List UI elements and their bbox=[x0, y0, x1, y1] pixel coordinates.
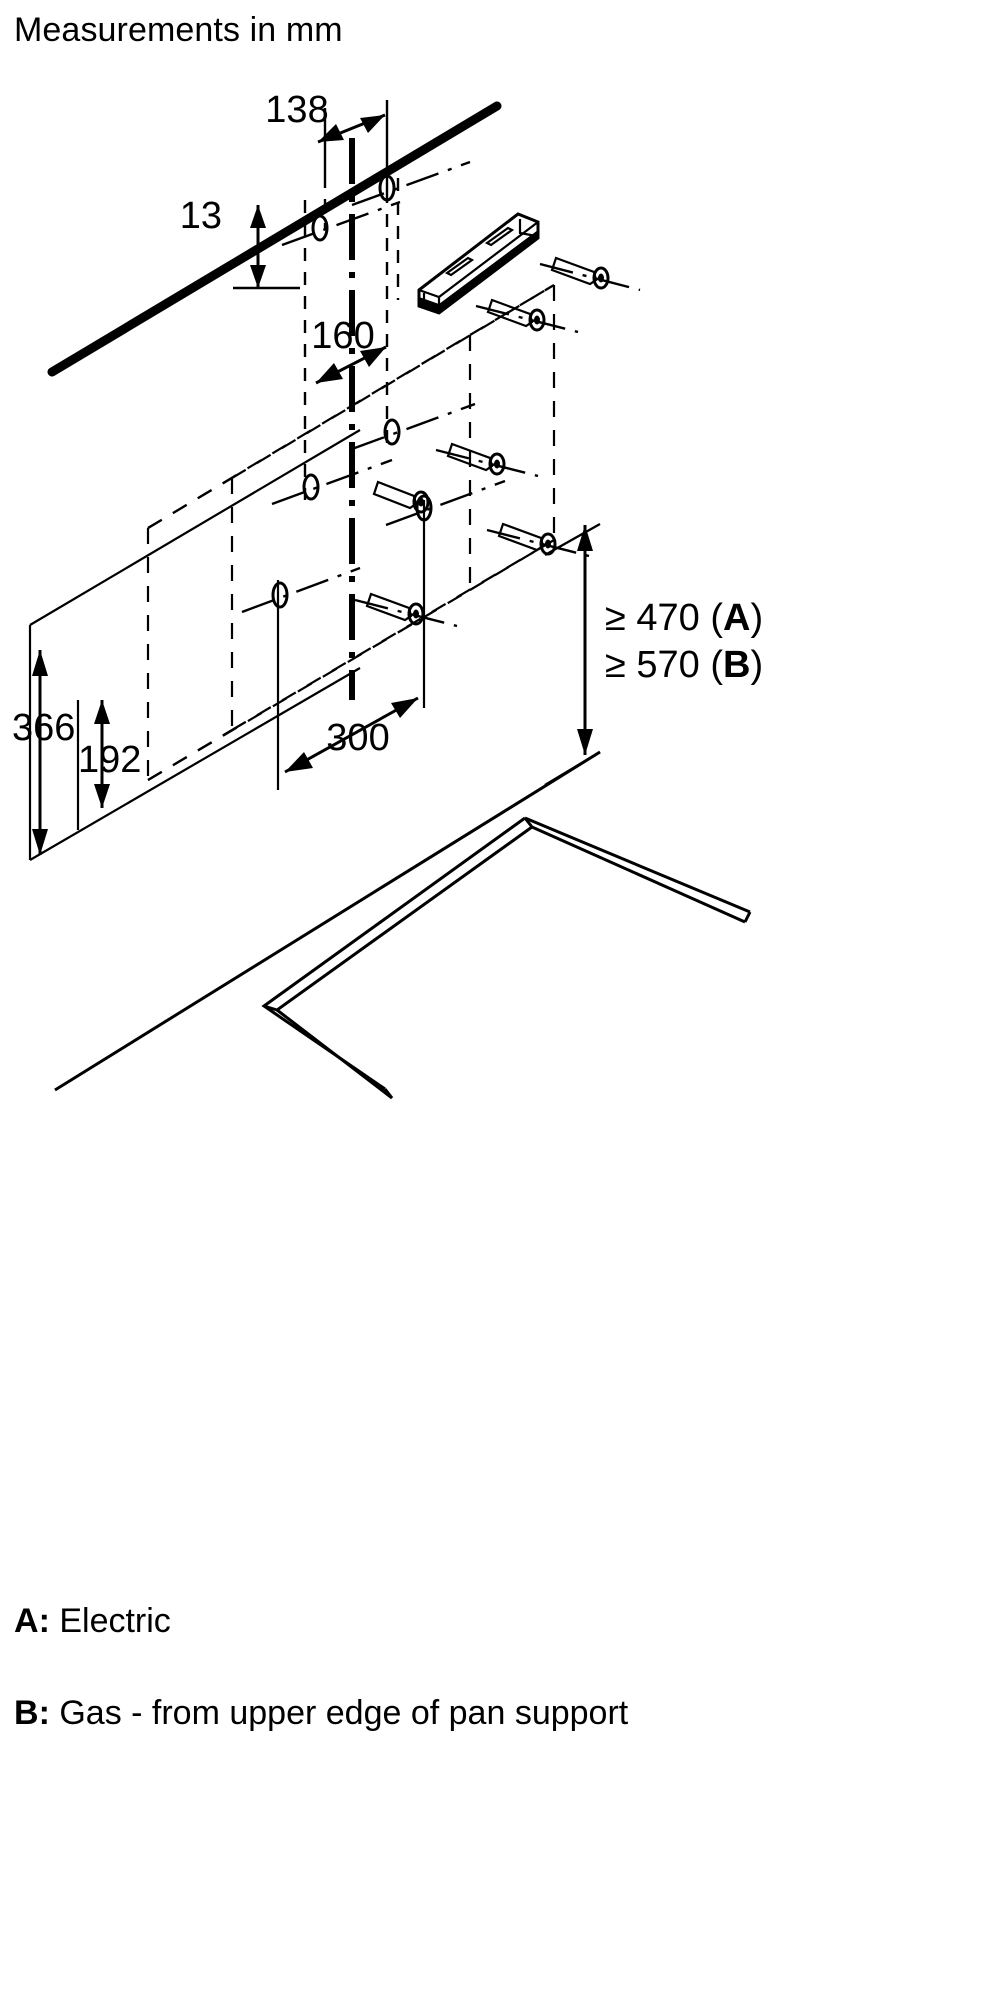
legend-separator-a: : bbox=[38, 1602, 50, 1640]
installation-drawing: 138 13 bbox=[12, 89, 763, 1100]
dimension-160: 160 bbox=[311, 315, 387, 385]
legend-separator-b: : bbox=[38, 1694, 50, 1732]
legend-key-b: B bbox=[14, 1694, 39, 1732]
wall-plug-screw bbox=[372, 480, 430, 514]
legend-text-a: Electric bbox=[59, 1602, 171, 1640]
legend-item-a: A: Electric bbox=[14, 1600, 171, 1642]
measurements-note: Measurements in mm bbox=[14, 11, 343, 49]
drill-hole-marker bbox=[351, 160, 471, 207]
dimension-138: 138 bbox=[265, 89, 386, 144]
drill-hole-marker bbox=[351, 402, 476, 451]
wall-plug-screw bbox=[475, 298, 579, 334]
hidden-outline-outer bbox=[146, 284, 556, 781]
dimension-label-13: 13 bbox=[180, 195, 222, 237]
clearance-label-a: ≥ 470 (A) bbox=[605, 597, 763, 639]
panel-outline-solid bbox=[28, 429, 426, 861]
legend-item-b: B: Gas - from upper edge of pan support bbox=[14, 1692, 628, 1734]
extension-lines-top bbox=[303, 100, 400, 500]
dimension-clearance: ≥ 470 (A) ≥ 570 (B) bbox=[544, 522, 763, 787]
dimension-label-138: 138 bbox=[265, 89, 328, 131]
clearance-label-b: ≥ 570 (B) bbox=[605, 644, 763, 686]
wall-plug-screw bbox=[435, 442, 539, 478]
dimension-13: 13 bbox=[180, 195, 300, 290]
dimension-label-160: 160 bbox=[311, 315, 374, 357]
dimension-366: 366 bbox=[12, 650, 75, 855]
dimension-192: 192 bbox=[78, 700, 141, 808]
drill-hole-marker bbox=[271, 458, 393, 506]
wall-plug-screw bbox=[539, 256, 641, 292]
drill-hole-marker bbox=[241, 566, 361, 614]
drill-hole-marker bbox=[281, 200, 401, 247]
dimension-label-366: 366 bbox=[12, 707, 75, 749]
drill-hole-marker bbox=[385, 479, 506, 527]
legend-key-a: A bbox=[14, 1602, 39, 1640]
dimension-300: 300 bbox=[284, 696, 419, 774]
legend-text-b: Gas - from upper edge of pan support bbox=[59, 1694, 629, 1732]
ceiling-line bbox=[47, 101, 502, 377]
hob-outline bbox=[54, 750, 752, 1100]
wall-mounting-rail bbox=[417, 212, 540, 315]
dimension-label-192: 192 bbox=[78, 739, 141, 781]
wall-plug-screw bbox=[354, 592, 458, 628]
dimension-label-300: 300 bbox=[326, 717, 389, 759]
